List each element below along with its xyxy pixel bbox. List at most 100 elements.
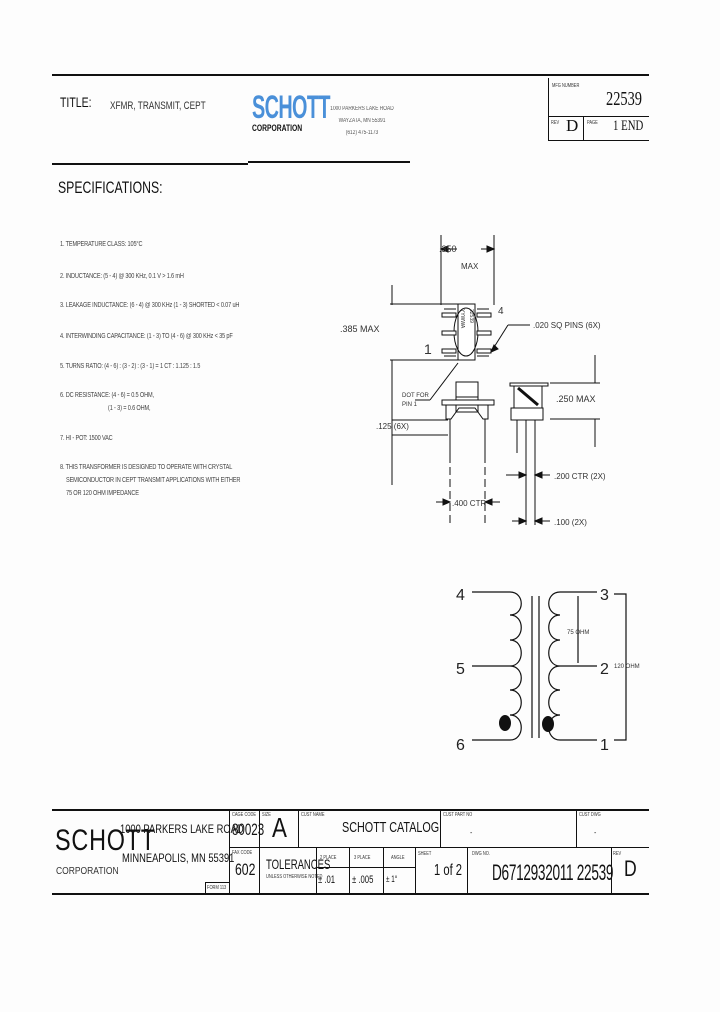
tb-cust-part-value: -: [470, 830, 473, 837]
tb-cust-name-label: CUST NAME: [301, 812, 325, 818]
tb-3place-value: ± .005: [352, 874, 374, 886]
body-marking-2: 22539: [468, 309, 474, 323]
address-line-1: 1000 PARKERS LAKE ROAD: [330, 106, 394, 112]
dot-note-1: DOT FOR: [402, 393, 430, 399]
title-label: TITLE:: [60, 94, 92, 110]
tb-sheet-value: 1 of 2: [434, 862, 463, 879]
tb-sheet-label: SHEET: [418, 851, 432, 857]
tb-cust-name-value: SCHOTT CATALOG: [342, 819, 440, 836]
tb-cust-part-label: CUST PART NO: [443, 812, 473, 818]
tb-rev-label: REV: [613, 851, 622, 857]
schott-logo: SCHOTT CORPORATION: [252, 89, 378, 133]
rev-value-top: D: [566, 116, 579, 135]
header-bottom-line-left: [52, 163, 248, 165]
dim-side-height: .250 MAX: [556, 394, 596, 404]
tb-size-value: A: [272, 812, 287, 843]
spec-item-8: 8. THIS TRANSFORMER IS DESIGNED TO OPERA…: [60, 464, 233, 471]
spec-item-8b: SEMICONDUCTOR IN CEPT TRANSMIT APPLICATI…: [66, 477, 241, 484]
page-value: 1 END: [613, 118, 644, 134]
tb-dwg-no-value: D6712932011 22539: [492, 860, 614, 885]
tb-company-schott: SCHOTT: [55, 824, 156, 857]
titleblock-top-line: [52, 809, 649, 811]
tb-angle-label: ANGLE: [391, 855, 405, 861]
logo-schott-text: SCHOTT: [252, 89, 330, 125]
top-border-line: [52, 74, 649, 76]
dim-height: .385 MAX: [340, 324, 380, 334]
page-label: PAGE: [587, 120, 598, 126]
dim-width: .350: [439, 244, 457, 254]
tb-tol-row-line: [316, 867, 415, 868]
pn-box-divider: [583, 116, 584, 140]
schematic-pin-1: 1: [600, 737, 609, 754]
tb-3place-label: 3 PLACE: [354, 855, 371, 861]
tb-div-cust: [298, 810, 299, 848]
pn-box-left: [548, 78, 549, 140]
tb-form-no: FORM 113: [207, 885, 227, 891]
pin-4-label: 4: [498, 306, 504, 317]
impedance-75: 75 OHM: [567, 630, 589, 636]
tb-dwg-no-label: DWG NO.: [472, 851, 490, 857]
titleblock-bottom-line: [52, 893, 649, 895]
polarity-dot-left: [499, 715, 511, 731]
titleblock-mid-line: [229, 847, 649, 848]
dim-width-max: MAX: [461, 262, 479, 271]
tb-div-angle: [383, 848, 384, 894]
spec-item-4: 4. INTERWINDING CAPACITANCE: (1 - 3) TO …: [60, 333, 233, 340]
spec-item-7: 7. HI - POT: 1500 VAC: [60, 435, 113, 442]
part-number-label: MFG NUMBER: [552, 83, 580, 89]
tb-fax-label: FAX CODE: [232, 850, 253, 856]
tb-div-custdwg: [576, 810, 577, 848]
tb-2place-label: 2 PLACE: [320, 855, 337, 861]
dim-pin-length: .125 (6X): [376, 422, 409, 431]
schematic-pin-3: 3: [600, 587, 609, 604]
tb-rev-value: D: [624, 856, 637, 881]
tb-address-1: 1000 PARKERS LAKE ROAD: [120, 822, 244, 836]
tb-div-sheet: [415, 848, 416, 894]
tb-cust-dwg-value: -: [594, 830, 597, 837]
tb-cust-dwg-label: CUST DWG: [579, 812, 601, 818]
mechanical-drawing: .350 MAX .385 MAX 4 1 .020 SQ PINS (6X) …: [340, 235, 606, 527]
header-address: 1000 PARKERS LAKE ROAD WAYZATA, MN 55391…: [322, 103, 402, 139]
pin-note: .020 SQ PINS (6X): [533, 321, 601, 330]
tb-div-rev: [611, 848, 612, 894]
spec-item-8c: 75 OR 120 OHM IMPEDANCE: [66, 490, 139, 497]
pn-box-bottom: [548, 140, 649, 141]
schematic-pin-5: 5: [456, 661, 465, 678]
logo-corporation-text: CORPORATION: [252, 123, 303, 133]
spec-item-1: 1. TEMPERATURE CLASS: 105°C: [60, 241, 143, 248]
tb-tolerances-sub: UNLESS OTHERWISE NOTED: [266, 874, 323, 880]
part-number-value: 22539: [606, 88, 642, 110]
spec-item-6: 6. DC RESISTANCE: (4 - 6) = 0.5 OHM,: [60, 392, 154, 399]
tb-div-cage: [229, 810, 230, 894]
rev-label-top: REV: [551, 120, 560, 126]
spec-item-3: 3. LEAKAGE INDUCTANCE: (6 - 4) @ 300 KHz…: [60, 302, 240, 309]
tb-size-label: SIZE: [262, 812, 271, 818]
address-line-3: (612) 475-1173: [345, 130, 379, 136]
tb-tolerances-label: TOLERANCES: [266, 856, 331, 872]
tb-angle-value: ± 1°: [386, 874, 398, 884]
dim-pin-pitch-2: .100 (2X): [554, 518, 587, 527]
tb-div-2place: [316, 848, 317, 894]
tb-div-size: [259, 810, 260, 894]
specifications-heading: SPECIFICATIONS:: [58, 178, 163, 197]
transformer-schematic: 4 5 6 3 2 1 75 OHM 120 OHM: [456, 587, 640, 754]
tb-address-2: MINNEAPOLIS, MN 55391: [122, 851, 235, 865]
tb-form-box: [205, 882, 230, 894]
dim-row-spacing: .400 CTR: [452, 499, 486, 508]
impedance-120: 120 OHM: [614, 664, 640, 670]
polarity-dot-right: [542, 716, 554, 732]
tb-cage-label: CAGE CODE: [232, 812, 257, 818]
tb-company-corporation: CORPORATION: [56, 866, 119, 877]
tb-fax-value: 602: [235, 860, 256, 879]
tb-div-custpart: [440, 810, 441, 848]
tb-div-3place: [349, 848, 350, 894]
schematic-pin-4: 4: [456, 587, 465, 604]
spec-item-2: 2. INDUCTANCE: (5 - 4) @ 300 KHz, 0.1 V …: [60, 273, 184, 280]
schematic-pin-6: 6: [456, 737, 465, 754]
tb-2place-value: ± .01: [318, 874, 336, 886]
spec-item-5: 5. TURNS RATIO: (4 - 6) : (3 - 2) : (3 -…: [60, 363, 201, 370]
dot-note-2: PIN 1: [402, 402, 418, 408]
dim-pin-pitch: .200 CTR (2X): [554, 472, 606, 481]
title-value: XFMR, TRANSMIT, CEPT: [110, 100, 206, 112]
tb-cage-value: 80023: [232, 820, 265, 839]
